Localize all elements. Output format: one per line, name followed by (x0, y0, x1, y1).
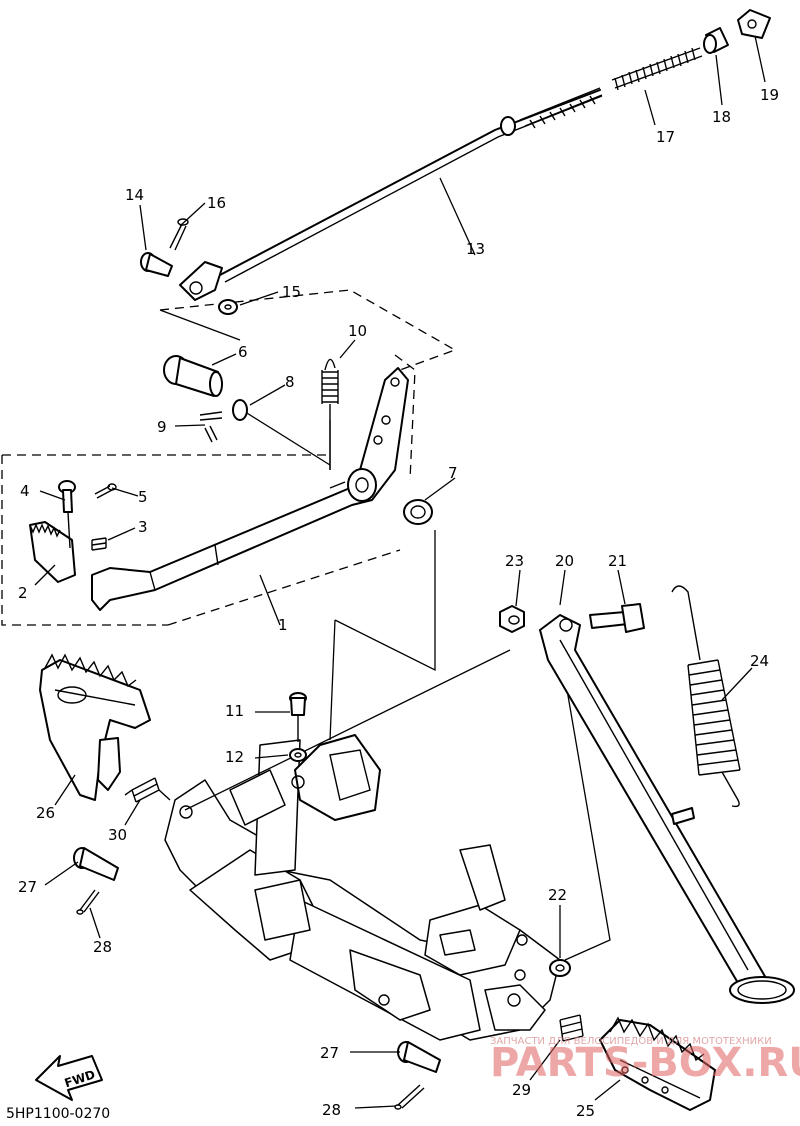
left-footrest-cotter (76, 889, 100, 915)
callout-21: 21 (608, 552, 627, 570)
tip-pin (58, 480, 76, 549)
callout-7: 7 (448, 464, 458, 482)
callout-19: 19 (760, 86, 779, 104)
clevis-pin (140, 252, 173, 277)
rod-collar (703, 27, 729, 54)
callout-16: 16 (207, 194, 226, 212)
callout-26: 26 (36, 804, 55, 822)
right-footrest-cotter (394, 1084, 425, 1110)
callout-20: 20 (555, 552, 574, 570)
oil-seal (403, 499, 433, 525)
callout-25: 25 (576, 1102, 595, 1120)
sidestand-spring (671, 585, 741, 808)
pivot-cotter-pin (199, 411, 223, 443)
brake-pedal (91, 367, 409, 611)
sidestand-bracket (291, 734, 381, 821)
callout-2: 2 (18, 584, 28, 602)
callout-11: 11 (225, 702, 244, 720)
watermark-logo: PARTS-BOX.RU (490, 1040, 800, 1086)
callout-15: 15 (282, 283, 301, 301)
bracket-washer (289, 748, 307, 762)
rod-spring (611, 47, 703, 91)
callout-4: 4 (20, 482, 30, 500)
callout-22: 22 (548, 886, 567, 904)
callout-leaders (34, 35, 766, 1109)
diagram-code: 5HP1100-0270 (6, 1106, 110, 1122)
callout-28-right: 28 (322, 1101, 341, 1119)
callout-14: 14 (125, 186, 144, 204)
right-footrest-pin (397, 1041, 441, 1073)
wing-nut (737, 9, 771, 39)
left-footrest-pin (73, 847, 119, 881)
callout-23: 23 (505, 552, 524, 570)
callout-28-left: 28 (93, 938, 112, 956)
pivot-shaft (163, 355, 223, 397)
frame-section (164, 739, 561, 1041)
sidestand (539, 614, 795, 1004)
callout-labels: 14 16 15 13 17 18 19 10 6 8 9 7 4 5 3 2 … (18, 86, 779, 1120)
callout-12: 12 (225, 748, 244, 766)
left-footrest (39, 653, 151, 801)
callout-17: 17 (656, 128, 675, 146)
callout-29: 29 (512, 1081, 531, 1099)
callout-6: 6 (238, 343, 248, 361)
callout-13: 13 (466, 240, 485, 258)
sidestand-bolt (589, 603, 645, 633)
callout-27-left: 27 (18, 878, 37, 896)
right-footrest (599, 1016, 716, 1111)
sidestand-bushing (549, 959, 571, 977)
fwd-arrow-icon: FWD (35, 1055, 103, 1101)
pivot-washer (232, 399, 248, 421)
callout-24: 24 (750, 652, 769, 670)
tip-spring (91, 537, 107, 551)
callout-3: 3 (138, 518, 148, 536)
callout-8: 8 (285, 373, 295, 391)
callout-9: 9 (157, 418, 167, 436)
washer (218, 299, 238, 315)
callout-18: 18 (712, 108, 731, 126)
callout-1: 1 (278, 616, 288, 634)
bracket-bolt (289, 692, 307, 742)
return-spring (321, 358, 339, 470)
spring-post (671, 807, 695, 825)
callout-30: 30 (108, 826, 127, 844)
watermark-tagline: ЗАПЧАСТИ ДЛЯ ВЕЛОСИПЕДОВ И ДЛЯ МОТОТЕХНИ… (490, 1036, 772, 1047)
sidestand-nut (499, 605, 525, 633)
tip-clip (94, 483, 117, 499)
callout-5: 5 (138, 488, 148, 506)
watermark: ЗАПЧАСТИ ДЛЯ ВЕЛОСИПЕДОВ И ДЛЯ МОТОТЕХНИ… (490, 1036, 800, 1086)
right-footrest-spring (559, 1014, 584, 1042)
pedal-tip (29, 521, 76, 583)
left-footrest-spring (124, 777, 171, 803)
callout-27-right: 27 (320, 1044, 339, 1062)
cotter-pin (169, 218, 189, 251)
brake-rod (179, 87, 603, 301)
callout-10: 10 (348, 322, 367, 340)
